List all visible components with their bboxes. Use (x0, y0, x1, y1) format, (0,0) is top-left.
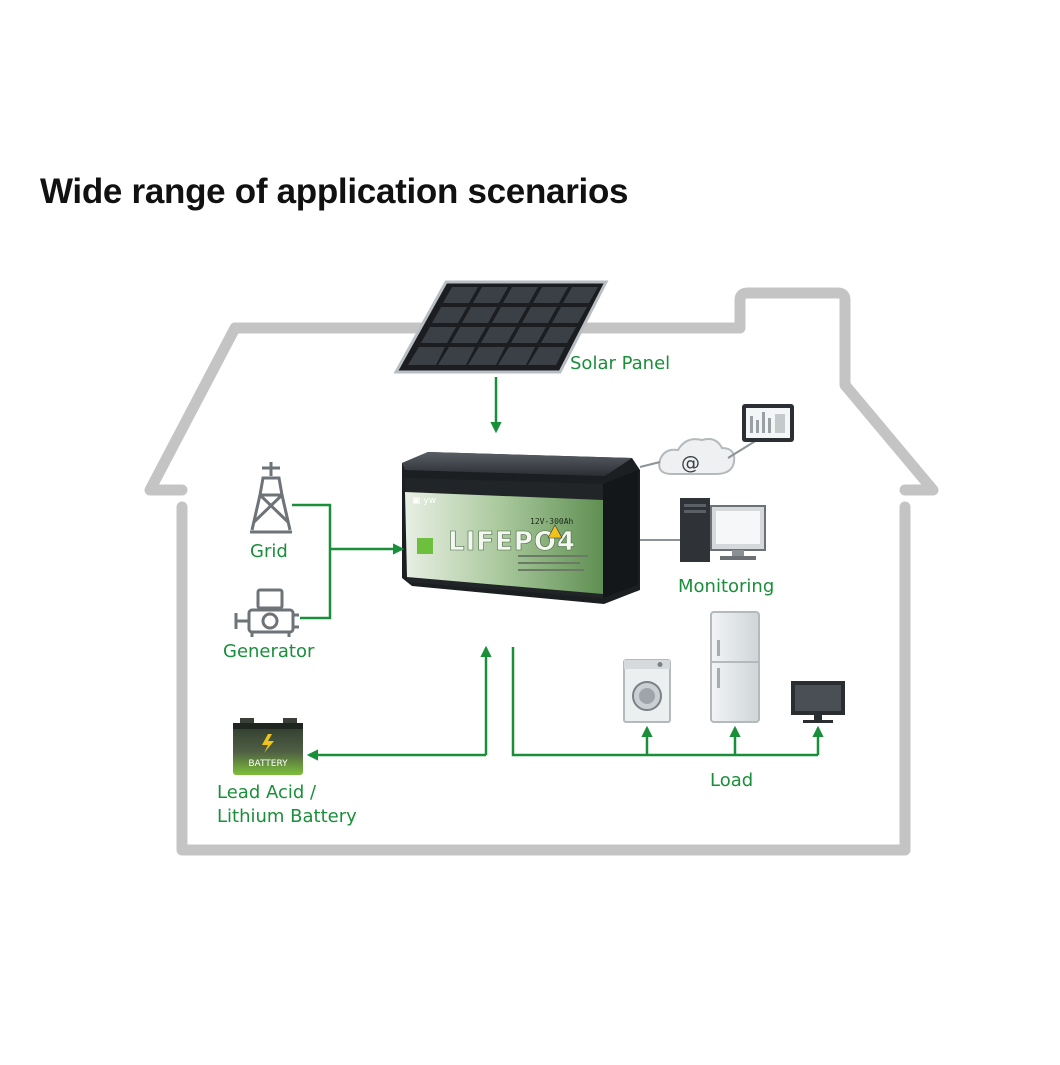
house-outline (144, 287, 939, 856)
cloud-symbol: @ (681, 452, 700, 474)
page-title: Wide range of application scenarios (40, 172, 629, 211)
small-battery-icon: BATTERY (233, 718, 303, 775)
computer-icon (680, 498, 766, 562)
label-solar-panel: Solar Panel (570, 353, 671, 374)
generator-icon (234, 588, 299, 637)
grid-generator-lines (292, 503, 332, 620)
battery-rating: 12V-300Ah (530, 517, 574, 526)
solar-panel-icon (393, 280, 609, 374)
fridge-icon (710, 611, 760, 723)
lifepo4-battery-icon: ▣ yw LIFEPO4 12V-300Ah (402, 452, 640, 604)
link-battery-cloud (639, 461, 661, 468)
tablet-icon (742, 404, 794, 442)
washing-machine-icon (623, 659, 671, 723)
tv-icon (791, 681, 845, 723)
label-battery-line2: Lithium Battery (217, 806, 357, 827)
load-lines (511, 647, 818, 757)
label-load: Load (710, 770, 754, 791)
svg-text:▣ yw: ▣ yw (412, 496, 436, 506)
cloud-icon: @ (658, 438, 736, 475)
link-cloud-tablet (727, 439, 758, 459)
grid-tower-icon (250, 462, 292, 534)
label-monitoring: Monitoring (678, 576, 775, 597)
label-generator: Generator (223, 641, 315, 662)
label-grid: Grid (250, 541, 288, 562)
label-battery-type: Lead Acid / Lithium Battery (217, 781, 357, 829)
small-battery-label: BATTERY (248, 759, 288, 769)
label-battery-line1: Lead Acid / (217, 782, 317, 803)
